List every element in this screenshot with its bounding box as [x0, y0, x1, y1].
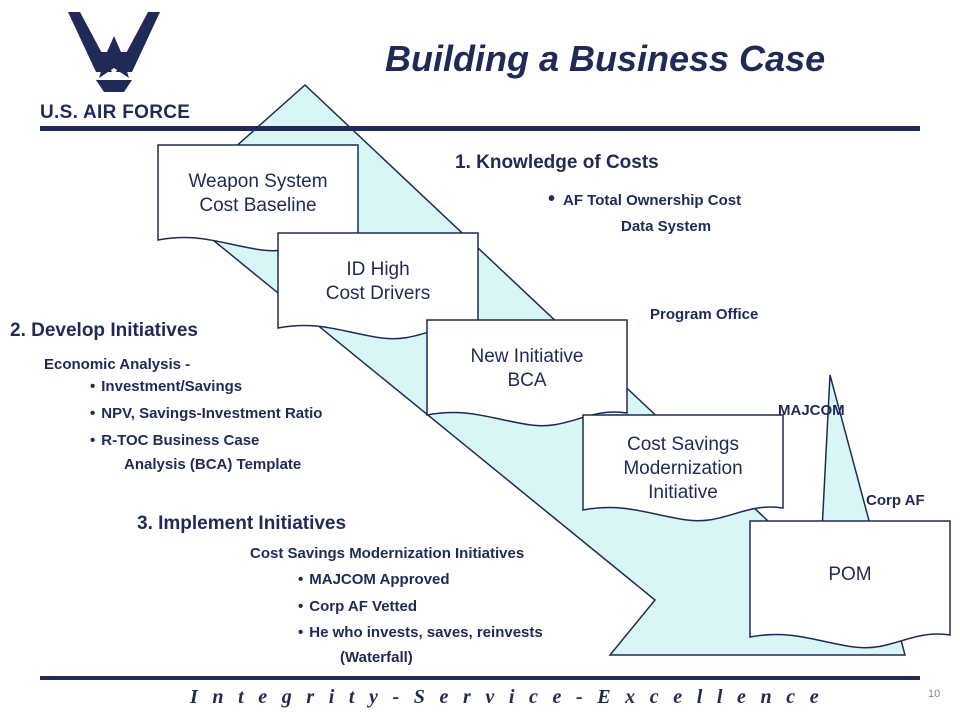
section3-bullet-3: He who invests, saves, reinvests: [298, 624, 542, 641]
section3-subheading: Cost Savings Modernization Initiatives: [250, 545, 525, 562]
box-cost-savings: Cost Savings Modernization Initiative: [583, 433, 783, 505]
box-weapon-system-line1: Weapon System: [188, 171, 328, 192]
box-new-initiative-line2: BCA: [507, 370, 547, 391]
box-high-cost-drivers: ID High Cost Drivers: [278, 258, 478, 306]
usaf-wings-emblem-icon: [68, 12, 160, 92]
header-divider: [40, 126, 920, 131]
footer-divider: [40, 676, 920, 680]
label-corp-af: Corp AF: [866, 492, 925, 509]
section2-bullet-2: NPV, Savings-Investment Ratio: [90, 405, 322, 422]
box-high-cost-drivers-line2: Cost Drivers: [325, 283, 431, 304]
footer-motto: I n t e g r i t y - S e r v i c e - E x …: [190, 686, 824, 708]
box-new-initiative: New Initiative BCA: [427, 345, 627, 393]
section2-subheading: Economic Analysis -: [44, 356, 191, 373]
box-cost-savings-line1: Cost Savings: [627, 434, 739, 455]
box-cost-savings-line2: Modernization: [623, 458, 743, 479]
section1-bullet-cont: Data System: [621, 218, 712, 235]
box-weapon-system: Weapon System Cost Baseline: [158, 170, 358, 218]
section2-bullet-1: Investment/Savings: [90, 378, 242, 395]
box-new-initiative-line1: New Initiative: [470, 346, 584, 367]
page-number: 10: [928, 688, 941, 700]
section3-bullet-1: MAJCOM Approved: [298, 571, 449, 588]
box-pom-shape: [749, 520, 951, 649]
label-program-office: Program Office: [650, 306, 759, 323]
section3-bullet-2: Corp AF Vetted: [298, 598, 417, 615]
box-high-cost-drivers-line1: ID High: [346, 259, 410, 280]
page-title: Building a Business Case: [385, 38, 826, 79]
section2-bullet-3: R-TOC Business Case: [90, 432, 259, 449]
section1-heading: 1. Knowledge of Costs: [455, 152, 659, 173]
box-weapon-system-line2: Cost Baseline: [199, 195, 317, 216]
section2-bullet-3-cont: Analysis (BCA) Template: [124, 456, 302, 473]
box-pom-line1: POM: [828, 564, 872, 585]
box-cost-savings-line3: Initiative: [648, 482, 718, 503]
logo-text: U.S. AIR FORCE: [40, 102, 191, 123]
section3-heading: 3. Implement Initiatives: [137, 513, 347, 534]
box-new-initiative-shape: [426, 319, 628, 427]
section2-heading: 2. Develop Initiatives: [10, 320, 198, 341]
box-pom: POM: [750, 563, 950, 587]
box-cost-savings-shape: [582, 414, 784, 522]
label-majcom: MAJCOM: [778, 402, 845, 419]
section1-bullet: AF Total Ownership Cost: [548, 188, 741, 211]
section3-bullet-3-cont: (Waterfall): [340, 649, 413, 666]
